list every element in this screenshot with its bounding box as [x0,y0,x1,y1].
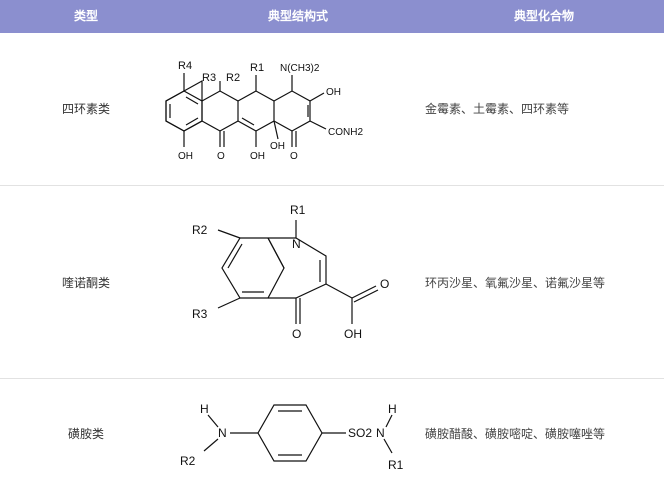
header-type: 类型 [73,9,98,23]
row-divider [0,378,664,379]
tetracycline-structure: R4 R3 R2 R1 N(CH3)2 OH OH O OH OH O CONH… [165,60,363,162]
label-h-right: H [388,402,397,416]
quinolone-structure: R1 N R2 R3 O O OH [192,203,389,341]
header-compounds: 典型化合物 [513,9,574,23]
row-compounds: 环丙沙星、氧氟沙星、诺氟沙星等 [425,276,606,290]
header-structure: 典型结构式 [267,9,328,23]
label-r2: R2 [180,454,196,468]
row-divider [0,185,664,186]
table-row: 磺胺类 H N R2 SO2 N H R1 磺胺醋酸、磺胺嘧啶、磺胺噻唑等 [0,379,664,483]
label-oh-enol-2: OH [250,151,265,162]
label-oh-phenol: OH [178,151,193,162]
label-r2: R2 [192,223,208,237]
row-compounds: 磺胺醋酸、磺胺嘧啶、磺胺噻唑等 [425,427,606,441]
label-oh-tertiary: OH [270,141,285,152]
row-compounds: 金霉素、土霉素、四环素等 [425,102,570,116]
label-o-carboxyl: O [380,277,389,291]
label-dimethylamino: N(CH3)2 [280,63,320,74]
label-o-ketone: O [292,327,301,341]
label-r1: R1 [388,458,404,472]
row-category: 喹诺酮类 [61,276,110,290]
label-so2: SO2 [348,426,372,440]
label-oh-enol: OH [326,87,341,98]
table-row: 喹诺酮类 R1 N R2 R3 O O [0,186,664,378]
label-conh2: CONH2 [328,127,363,138]
label-r2: R2 [226,72,240,84]
label-r3: R3 [202,72,216,84]
label-o-ketone-2: O [290,151,298,162]
label-h-left: H [200,402,209,416]
label-r4: R4 [178,60,192,72]
table-row: 四环素类 [0,33,664,185]
label-r3: R3 [192,307,208,321]
label-o-ketone: O [217,151,225,162]
table-header: 类型 典型结构式 典型化合物 [0,0,664,33]
label-n-right: N [376,426,385,440]
label-n-left: N [218,426,227,440]
label-oh-carboxyl: OH [344,327,362,341]
row-category: 磺胺类 [67,427,104,441]
label-n: N [292,237,301,251]
label-r1: R1 [290,203,306,217]
row-category: 四环素类 [61,102,110,116]
sulfonamide-structure: H N R2 SO2 N H R1 [180,402,404,472]
label-r1: R1 [250,62,264,74]
